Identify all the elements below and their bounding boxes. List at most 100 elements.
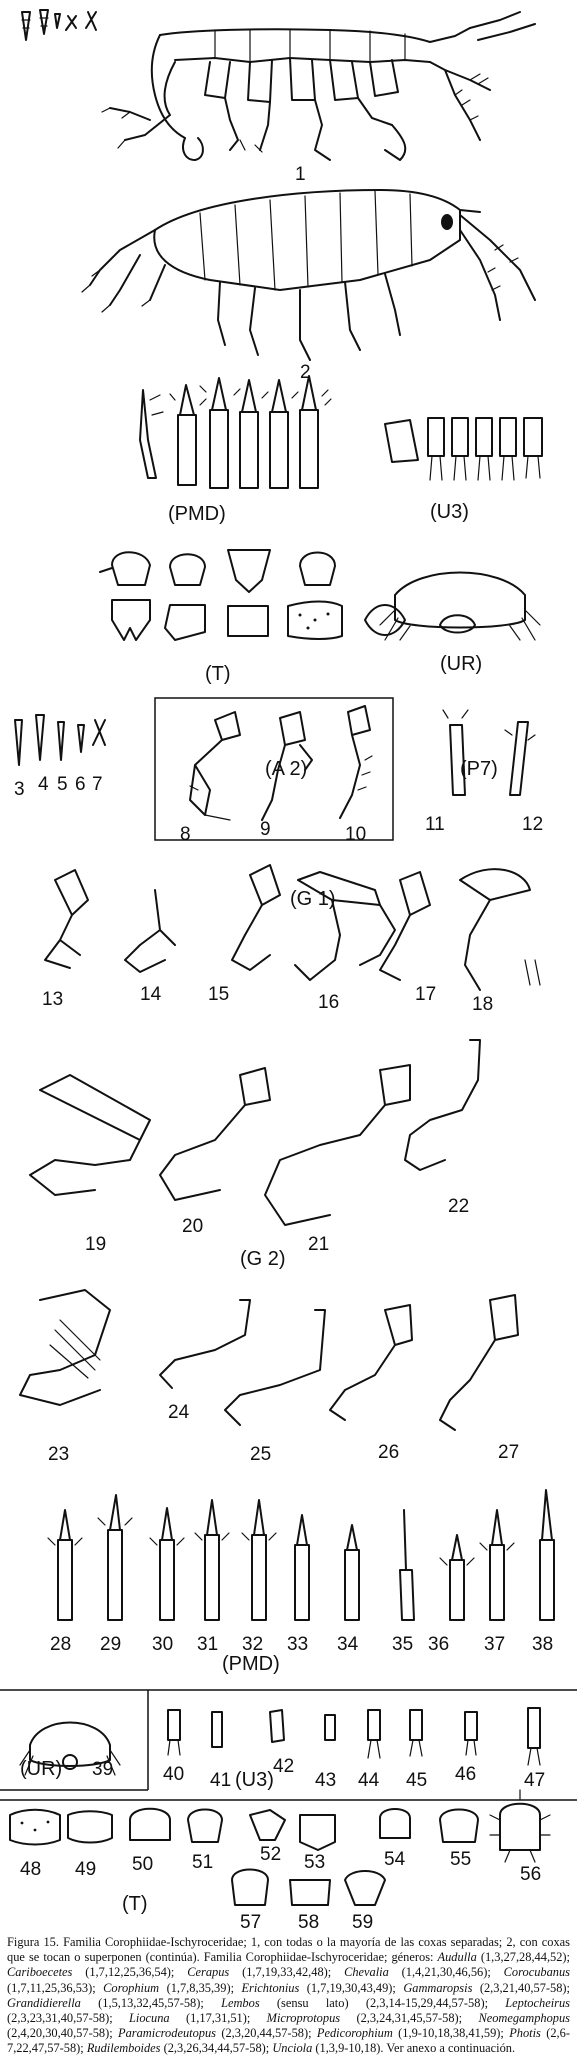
caption-genus-name: Corophium — [103, 1980, 160, 1995]
fig-number-41: 41 — [210, 1770, 231, 1791]
fig-number-29: 29 — [100, 1634, 121, 1655]
caption-genus-name: Cariboecetes — [7, 1965, 73, 1980]
caption-genus-name: Rudilemboides — [86, 2041, 161, 2056]
fig-number-44: 44 — [358, 1770, 380, 1791]
amphipod-drawing-1 — [101, 11, 536, 161]
fig-number-39: 39 — [92, 1759, 113, 1780]
caption-genus-refs: (2,4,20,30,40,57-58); — [7, 2026, 119, 2041]
telson-drawings-top — [99, 549, 406, 641]
fig-number-21: 21 — [308, 1234, 329, 1255]
caption-genus-refs: (1,7,19,30,43,49); — [299, 1980, 404, 1995]
fig-number-47: 47 — [524, 1770, 545, 1791]
caption-tail: Ver anexo a continuación. — [386, 2041, 516, 2056]
caption-lead: Figura 15. Familia Corophiidae-Ischyroce… — [7, 1935, 570, 1965]
caption-genus-refs: (2,3,26,34,44,57-58); — [160, 2041, 273, 2056]
fig-number-52: 52 — [260, 1844, 281, 1865]
fig-number-11: 11 — [425, 814, 445, 835]
caption-genus-refs: (1,5,13,32,45,57-58); — [80, 1995, 222, 2010]
fig-number-46: 46 — [455, 1764, 476, 1785]
rostra-drawings — [14, 714, 106, 766]
fig-number-6: 6 — [75, 774, 86, 795]
caption-genus-refs: (sensu lato) (2,3,14-15,29,44,57-58); — [259, 1995, 506, 2010]
fig-number-2: 2 — [300, 362, 311, 383]
fig-number-10: 10 — [345, 824, 366, 845]
caption-genus-name: Microprotopus — [266, 2011, 341, 2026]
fig-number-19: 19 — [85, 1234, 106, 1255]
caption-genus-refs: (1,3,27,28,44,52); — [476, 1950, 570, 1965]
fig-number-15: 15 — [208, 984, 229, 1005]
fig-number-25: 25 — [250, 1444, 271, 1465]
fig-number-45: 45 — [406, 1770, 427, 1791]
caption-genus-name: Unciola — [272, 2041, 313, 2056]
fig-number-58: 58 — [298, 1912, 319, 1933]
caption-genus-refs: (2,3,24,31,45,57-58); — [340, 2011, 479, 2026]
fig-number-48: 48 — [20, 1859, 41, 1880]
caption-genus-name: Liocuna — [129, 2011, 170, 2026]
fig-number-43: 43 — [315, 1770, 336, 1791]
caption-genus-refs: (2,3,23,31,40,57-58); — [7, 2011, 129, 2026]
group-label-pmd-bottom: (PMD) — [222, 1653, 280, 1675]
fig-number-18: 18 — [472, 994, 493, 1015]
fig-number-37: 37 — [484, 1634, 505, 1655]
fig-number-28: 28 — [50, 1634, 71, 1655]
u3-drawings-bottom — [167, 1707, 541, 1766]
fig-number-27: 27 — [498, 1442, 519, 1463]
group-label-t-bottom: (T) — [122, 1893, 148, 1915]
fig-number-49: 49 — [75, 1859, 96, 1880]
caption-genus-name: Photis — [509, 2026, 541, 2041]
caption-genus-name: Lembos — [221, 1995, 260, 2010]
fig-number-33: 33 — [287, 1634, 308, 1655]
fig-number-32: 32 — [242, 1634, 263, 1655]
caption-genus-refs: (1,7,19,33,42,48); — [229, 1965, 345, 1980]
fig-number-51: 51 — [192, 1852, 213, 1873]
fig-number-50: 50 — [132, 1854, 153, 1875]
caption-genus-refs: (1,4,21,30,46,56); — [388, 1965, 504, 1980]
fig-number-59: 59 — [352, 1912, 373, 1933]
caption-genus-refs: (1,9-10,18,38,41,59); — [392, 2026, 510, 2041]
pmd-drawings-top — [139, 375, 332, 489]
fig-number-30: 30 — [152, 1634, 173, 1655]
fig-number-1: 1 — [295, 164, 306, 185]
fig-number-8: 8 — [180, 824, 191, 845]
fig-number-3: 3 — [14, 779, 25, 800]
caption-genus-name: Pedicorophium — [316, 2026, 393, 2041]
pmd-drawings-bottom — [47, 1489, 555, 1621]
fig-number-57: 57 — [240, 1912, 261, 1933]
fig-number-12: 12 — [522, 814, 543, 835]
group-label-ur-bottom: (UR) — [20, 1758, 62, 1780]
fig-number-38: 38 — [532, 1634, 553, 1655]
telson-drawings-bottom — [9, 1789, 551, 1906]
group-label-g1: (G 1) — [290, 888, 336, 910]
fig-number-26: 26 — [378, 1442, 399, 1463]
g2-drawings — [29, 1039, 481, 1226]
caption-genus-name: Grandidierella — [7, 1995, 81, 2010]
fig-number-20: 20 — [182, 1216, 203, 1237]
caption-genus-name: Audulla — [437, 1950, 477, 1965]
fig-number-34: 34 — [337, 1634, 359, 1655]
g1-drawings — [44, 864, 541, 991]
group-label-t-top: (T) — [205, 663, 231, 685]
fig-number-9: 9 — [260, 819, 271, 840]
fig-number-5: 5 — [57, 774, 68, 795]
fig-number-53: 53 — [304, 1852, 325, 1873]
group-label-a2: (A 2) — [265, 758, 307, 780]
fig-number-42: 42 — [273, 1756, 294, 1777]
caption-genus-name: Erichtonius — [241, 1980, 300, 1995]
caption-genus-name: Corocubanus — [503, 1965, 570, 1980]
caption-genera-list: Audulla (1,3,27,28,44,52); Cariboecetes … — [7, 1950, 570, 2055]
caption-genus-refs: (1,7,12,25,36,54); — [72, 1965, 188, 1980]
fig-number-56: 56 — [520, 1864, 541, 1885]
fig-number-16: 16 — [318, 992, 339, 1013]
caption-genus-name: Paramicrodeutopus — [118, 2026, 216, 2041]
caption-genus-refs: (2,3,20,44,57-58); — [216, 2026, 317, 2041]
fig-number-7: 7 — [92, 774, 103, 795]
caption-genus-refs: (2,3,21,40,57-58); — [472, 1980, 570, 1995]
figure-caption: Figura 15. Familia Corophiidae-Ischyroce… — [7, 1935, 570, 2057]
amphipod-drawing-2 — [81, 189, 536, 361]
caption-genus-name: Gammaropsis — [403, 1980, 473, 1995]
group-label-g2: (G 2) — [240, 1248, 286, 1270]
urosome-drawing-top — [379, 571, 541, 641]
caption-genus-name: Neomegamphopus — [478, 2011, 570, 2026]
fig-number-22: 22 — [448, 1196, 469, 1217]
